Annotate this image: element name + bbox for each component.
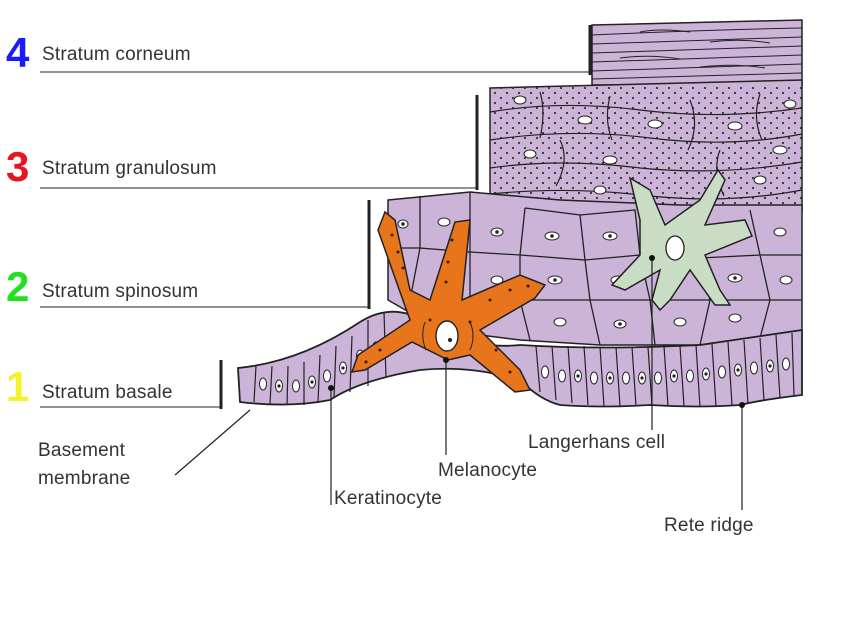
- label-basement-line1: Basement: [38, 440, 126, 461]
- langerhans-nucleus: [665, 235, 685, 261]
- layer-number-4: 4: [6, 29, 30, 76]
- melanocyte-cell: [350, 210, 547, 393]
- layer-leader-lines: [40, 25, 592, 409]
- annotation-pointers: [174, 258, 743, 510]
- layer-number-2: 2: [6, 263, 30, 310]
- langerhans-cell: [610, 168, 753, 312]
- layer-label-stratum-spinosum: Stratum spinosum: [42, 281, 199, 302]
- layer-label-stratum-granulosum: Stratum granulosum: [42, 158, 217, 179]
- layer-number-3: 3: [6, 143, 30, 190]
- stratum-basale-tissue: [237, 310, 803, 408]
- pointer-basement-membrane: [174, 409, 251, 476]
- label-basement-line2: membrane: [38, 468, 131, 489]
- label-keratinocyte: Keratinocyte: [334, 488, 443, 509]
- label-melanocyte: Melanocyte: [438, 460, 538, 481]
- label-langerhans-cell: Langerhans cell: [528, 432, 666, 453]
- layer-label-stratum-basale: Stratum basale: [42, 382, 173, 403]
- layer-label-stratum-corneum: Stratum corneum: [42, 44, 191, 65]
- stratum-corneum-tissue: [591, 19, 803, 86]
- label-rete-ridge: Rete ridge: [664, 515, 754, 536]
- melanocyte-nucleus: [435, 320, 459, 352]
- layer-number-1: 1: [6, 363, 30, 410]
